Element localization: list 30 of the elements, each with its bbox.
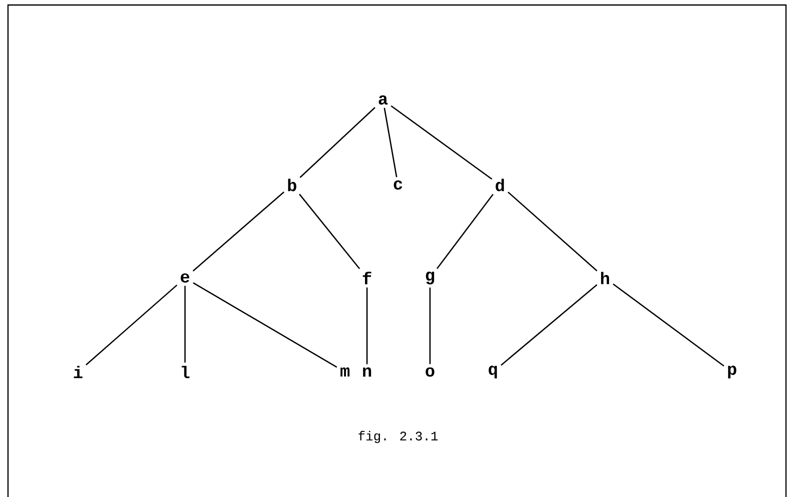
- tree-branch: [612, 283, 724, 366]
- tree-node-letter: b: [288, 178, 296, 192]
- tree-branch: [366, 287, 368, 364]
- tree-node-letter: a: [378, 95, 388, 105]
- tree-node-letter: e: [180, 273, 190, 283]
- tree-branch: [429, 288, 431, 364]
- tree-branch: [500, 284, 598, 366]
- tree-branch: [436, 194, 494, 270]
- tree-branch: [192, 192, 284, 272]
- tree-branch: [86, 284, 178, 366]
- tree-node-letter: m: [340, 367, 350, 377]
- tree-node-letter: g: [426, 272, 434, 284]
- tree-branch: [300, 107, 376, 178]
- tree-node-letter: p: [728, 366, 736, 378]
- tree-node-letter: n: [363, 367, 372, 377]
- tree-branch: [384, 108, 398, 178]
- tree-node-letter: o: [426, 367, 434, 377]
- figure-caption: fig. 2.3.1: [358, 430, 438, 444]
- tree-node-letter: d: [496, 178, 504, 192]
- tree-branch: [508, 192, 598, 272]
- tree-branch: [390, 105, 492, 180]
- tree-node-letter: i: [74, 366, 82, 378]
- tree-branch: [298, 194, 360, 270]
- tree-branch: [192, 282, 338, 368]
- tree-node-letter: l: [182, 366, 190, 378]
- tree-branch: [184, 286, 186, 363]
- tree-node-letter: c: [394, 180, 402, 190]
- tree-node-letter: h: [601, 272, 610, 284]
- tree-node-letter: q: [488, 366, 497, 378]
- tree-node-letter: f: [362, 272, 372, 284]
